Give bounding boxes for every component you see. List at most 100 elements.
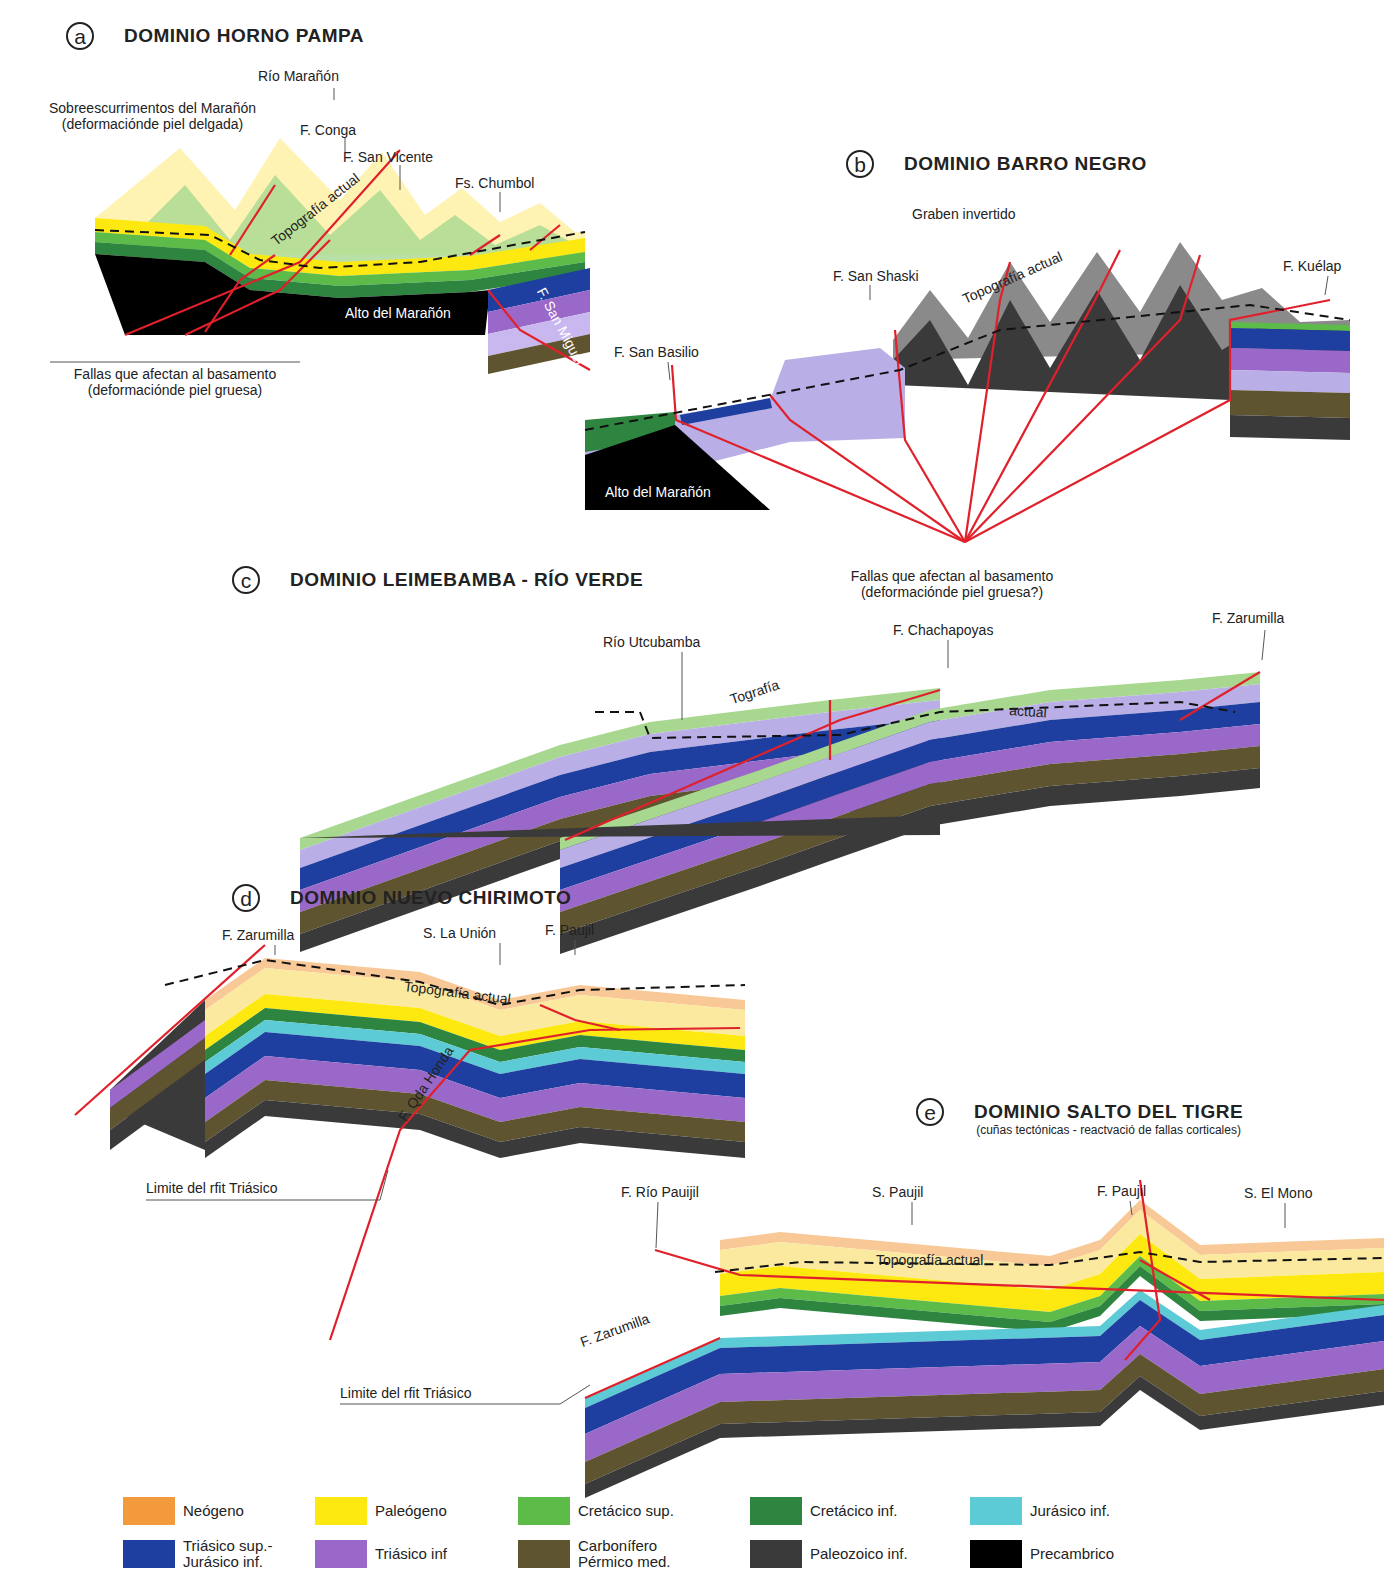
fault-line (672, 365, 965, 542)
legend-text: Precambrico (1030, 1546, 1140, 1562)
legend-text: Paleozoico inf. (810, 1546, 920, 1562)
fault-line (205, 255, 275, 332)
leader-line (500, 192, 501, 212)
section-label: Río Utcubamba (603, 634, 700, 650)
panel-subtitle: (cuñas tectónicas - reactvació de fallas… (976, 1123, 1241, 1137)
legend-swatch (315, 1540, 367, 1568)
fault-line (895, 330, 965, 542)
section-label: Río Marañón (258, 68, 339, 84)
fault-line (185, 240, 330, 335)
legend-text: Carbonífero Pérmico med. (578, 1538, 688, 1570)
section-label: Graben invertido (912, 206, 1016, 222)
leader-line (682, 652, 683, 720)
fault-line (1180, 672, 1260, 720)
rock-layer (1230, 328, 1350, 351)
section-label: Limite del rfit Triásico (340, 1385, 471, 1401)
section-label: F. Paujil (1097, 1183, 1146, 1199)
leader-line (575, 940, 576, 955)
domain-heading: c DOMINIO LEIMEBAMBA - RÍO VERDE (232, 566, 643, 594)
panel-title: DOMINIO HORNO PAMPA (124, 22, 364, 47)
domain-heading: b DOMINIO BARRO NEGRO (846, 150, 1147, 178)
leader-line (668, 362, 670, 380)
legend-text: Jurásico inf. (1030, 1503, 1140, 1519)
legend-swatch (518, 1497, 570, 1525)
legend-text: Cretácico inf. (810, 1503, 920, 1519)
domain-heading: a DOMINIO HORNO PAMPA (66, 22, 364, 50)
legend-swatch (970, 1540, 1022, 1568)
fault-line (1125, 1180, 1160, 1360)
panel-title: DOMINIO NUEVO CHIRIMOTO (290, 884, 571, 909)
leader-line (1262, 630, 1265, 660)
leader-line (334, 88, 335, 100)
rock-layer (585, 1376, 1384, 1498)
panel-letter: c (232, 566, 260, 594)
legend-text: Neógeno (183, 1503, 293, 1519)
section-label: Alto del Marañón (345, 305, 451, 321)
rock-layer (110, 1000, 205, 1150)
section-label: F. Río Pauijil (621, 1184, 699, 1200)
legend-text: Triásico inf (375, 1546, 485, 1562)
section-label: F. Kuélap (1283, 258, 1341, 274)
section-label: F. San Shaski (833, 268, 919, 284)
section-label: Topografía actual (876, 1252, 983, 1268)
legend-swatch (750, 1540, 802, 1568)
fault-line (965, 255, 1200, 542)
panel-title: DOMINIO LEIMEBAMBA - RÍO VERDE (290, 566, 643, 591)
legend-swatch (750, 1497, 802, 1525)
rock-layer (1230, 390, 1350, 418)
legend-swatch (123, 1540, 175, 1568)
rock-layer (1230, 348, 1350, 373)
leader-line (912, 1202, 913, 1225)
leader-line (400, 165, 401, 190)
section-label: Fallas que afectan al basamento (deforma… (40, 366, 310, 398)
legend-text: Cretácico sup. (578, 1503, 688, 1519)
panel-letter: e (916, 1098, 944, 1126)
rock-layer (680, 398, 772, 425)
leader-line (340, 1385, 590, 1404)
section-label: S. La Unión (423, 925, 496, 941)
legend-text: Triásico sup.- Jurásico inf. (183, 1538, 293, 1570)
leader-line (1325, 276, 1328, 295)
section-label: Alto del Marañón (605, 484, 711, 500)
leader-line (656, 1202, 658, 1248)
fault-line (829, 700, 831, 760)
section-label: actual (1009, 702, 1047, 721)
legend-swatch (518, 1540, 570, 1568)
topography-line (95, 230, 585, 268)
fault-line (230, 185, 275, 255)
fault-line (75, 945, 265, 1115)
panel-letter: d (232, 884, 260, 912)
rock-layer (110, 1060, 205, 1150)
section-label: F. Conga (300, 122, 356, 138)
domain-heading: d DOMINIO NUEVO CHIRIMOTO (232, 884, 571, 912)
rock-layer (205, 1100, 745, 1158)
fault-line (585, 1338, 720, 1398)
fault-line (540, 1005, 620, 1030)
rock-layer (1230, 370, 1350, 393)
section-label: Sobreescurrimentos del Marañón (deformac… (10, 100, 295, 132)
rock-layer (300, 815, 940, 838)
section-label: S. El Mono (1244, 1185, 1312, 1201)
leader-line (948, 640, 949, 668)
section-label: F. San Basilio (614, 344, 699, 360)
section-label: Tografía (728, 676, 781, 707)
topography-line (595, 702, 1235, 738)
leader-line (275, 945, 276, 955)
panel-letter: a (66, 22, 94, 50)
legend-text: Paleógeno (375, 1503, 485, 1519)
leader-line (50, 362, 300, 363)
section-label: F. Zarumilla (1212, 610, 1284, 626)
fault-line (1140, 1260, 1210, 1300)
leader-line (1285, 1203, 1286, 1228)
fault-line (655, 1250, 1384, 1300)
rock-layer (1230, 415, 1350, 440)
section-label: Fallas que afectan al basamento (deforma… (812, 568, 1092, 600)
rock-layer (585, 425, 770, 510)
legend-swatch (970, 1497, 1022, 1525)
legend-swatch (315, 1497, 367, 1525)
panel-title: DOMINIO SALTO DEL TIGRE (974, 1098, 1243, 1123)
rock-layer (893, 285, 1350, 400)
panel-letter: b (846, 150, 874, 178)
panel-title: DOMINIO BARRO NEGRO (904, 150, 1147, 175)
section-label: F. San Vicente (343, 149, 433, 165)
